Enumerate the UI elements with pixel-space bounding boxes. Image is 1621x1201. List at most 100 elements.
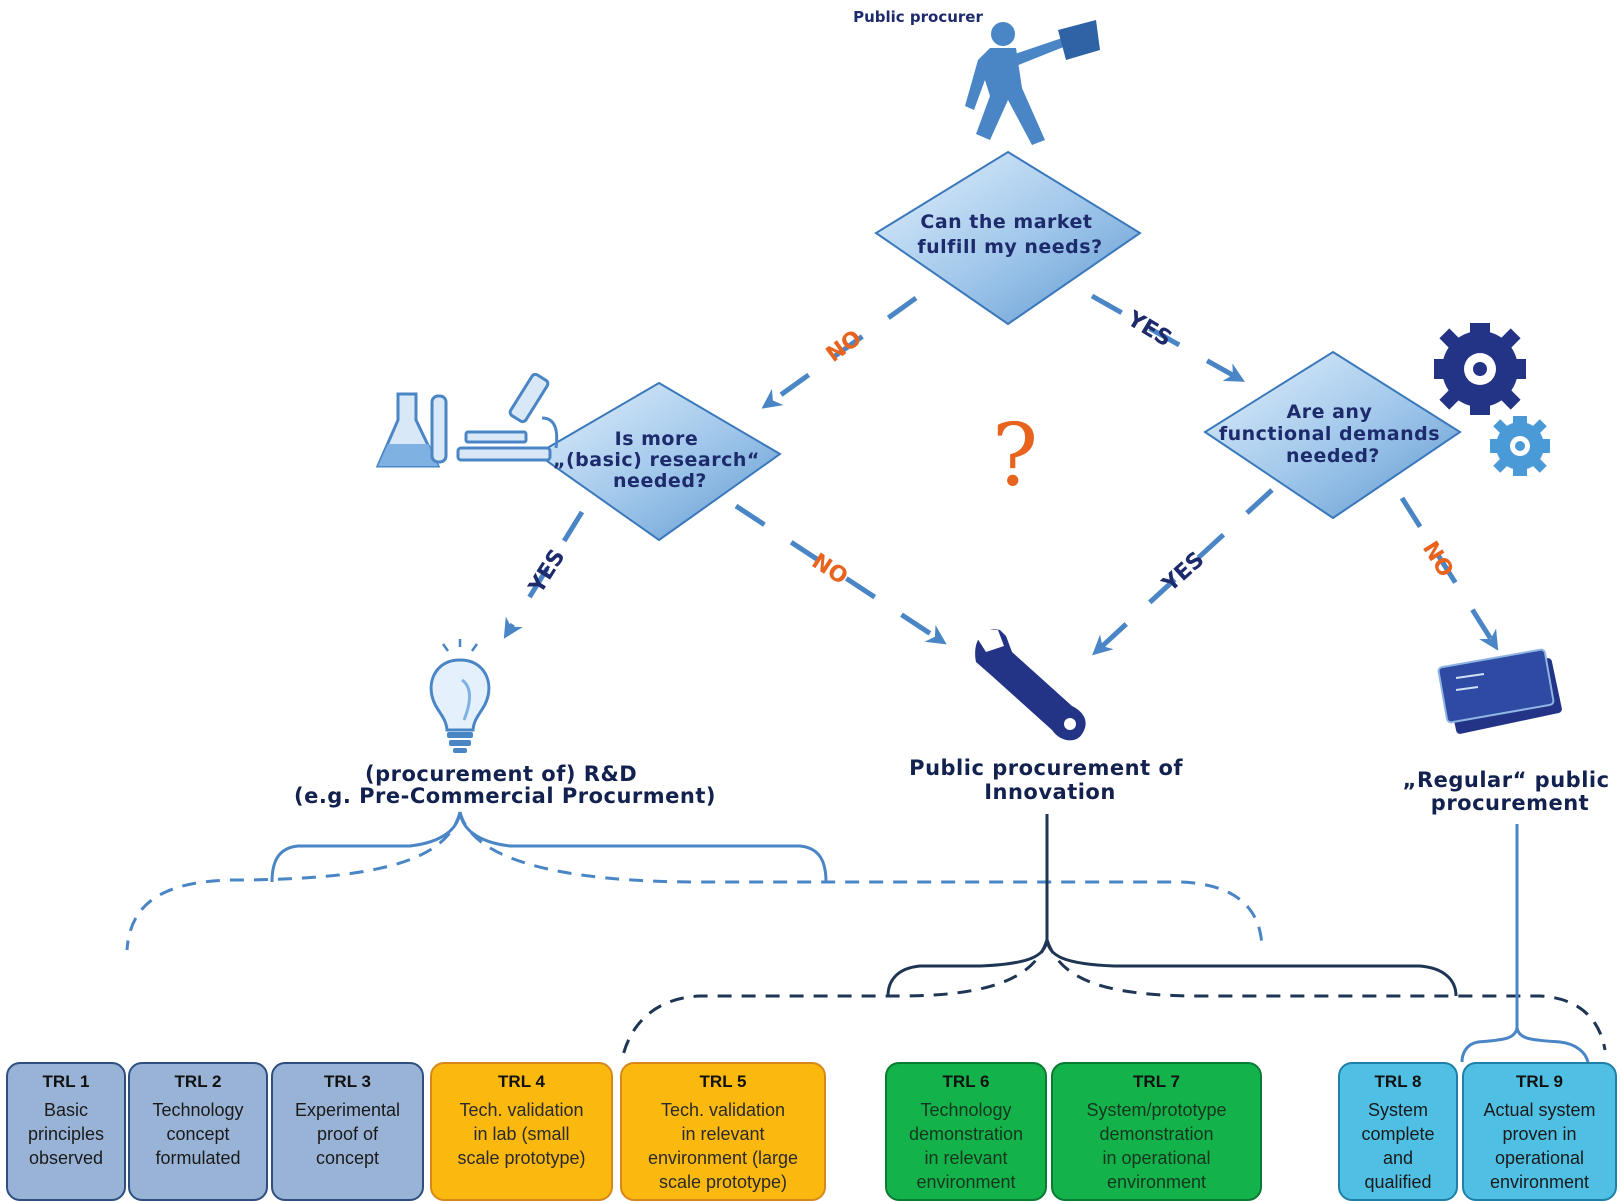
trl-desc-line: formulated (155, 1148, 241, 1168)
arrow-research-yes (503, 510, 585, 639)
outcome-innovation-line: Innovation (984, 780, 1116, 804)
decision-functional: Are any functional demands needed? (1203, 350, 1462, 520)
branch-label-market-no: NO (822, 326, 867, 368)
trl-box-5: TRL 5 Tech. validation in relevant envir… (620, 1062, 826, 1201)
public-procurer-icon (965, 20, 1100, 145)
trl-desc: Basic principles observed (8, 1098, 124, 1170)
trl-desc-line: scale prototype) (457, 1148, 586, 1168)
outcome-rnd-line: (procurement of) R&D (365, 762, 637, 786)
trl-desc-line: Technology (920, 1100, 1012, 1120)
trl-desc-line: demonstration (1099, 1124, 1214, 1144)
trl-desc-line: scale prototype) (658, 1172, 788, 1192)
microscope-icon (456, 372, 559, 462)
regular-brace (1460, 824, 1590, 1063)
trl-desc-line: System/prototype (1086, 1100, 1227, 1120)
trl-box-7: TRL 7 System/prototype demonstration in … (1051, 1062, 1262, 1201)
trl-id: TRL 8 (1374, 1072, 1422, 1091)
trl-desc-line: concept (315, 1148, 380, 1168)
outcome-regular: „Regular“ public procurement (1403, 768, 1618, 815)
trl-desc: System complete and qualified (1340, 1098, 1456, 1194)
trl-desc-line: in operational (1102, 1148, 1211, 1168)
decision-research-line: „(basic) research“ (553, 449, 760, 471)
trl-desc-line: environment (916, 1172, 1016, 1192)
trl-id: TRL 2 (174, 1072, 222, 1091)
large-gear-icon (1434, 323, 1526, 415)
trl-box-1: TRL 1 Basic principles observed (6, 1062, 126, 1201)
trl-desc-line: in lab (small (473, 1124, 570, 1144)
trl-desc-line: observed (28, 1148, 104, 1168)
trl-desc-line: environment (1106, 1172, 1207, 1192)
trl-desc: Tech. validation in lab (small scale pro… (432, 1098, 611, 1170)
decision-functional-line: functional demands (1219, 423, 1440, 445)
outcome-rnd-line: (e.g. Pre-Commercial Procurment) (294, 784, 716, 808)
decision-functional-line: Are any (1287, 401, 1373, 423)
trl-desc: Technology demonstration in relevant env… (887, 1098, 1045, 1194)
trl-desc-line: proof of (316, 1124, 379, 1144)
trl-desc-line: demonstration (908, 1124, 1024, 1144)
uncertainty-mark: ? (992, 406, 1038, 506)
decision-research: Is more „(basic) research“ needed? (535, 381, 782, 542)
trl-desc-line: qualified (1364, 1172, 1432, 1192)
trl-desc-line: complete (1361, 1124, 1435, 1144)
trl-desc-line: Actual system (1483, 1100, 1596, 1120)
trl-desc-line: System (1367, 1100, 1428, 1120)
decision-functional-line: needed? (1286, 445, 1380, 467)
tickets-icon (1437, 648, 1562, 734)
trl-desc-line: proven in (1502, 1124, 1577, 1144)
branch-label-market-yes: YES (1122, 306, 1176, 352)
trl-desc-line: Experimental (294, 1100, 401, 1120)
trl-desc: Technology concept formulated (130, 1098, 266, 1170)
trl-desc-line: Technology (152, 1100, 244, 1120)
trl-desc: Experimental proof of concept (273, 1098, 422, 1170)
trl-id: TRL 5 (699, 1072, 747, 1091)
svg-text:Is more „(basic) researc: Is more „(basic) research“ needed? (553, 428, 767, 492)
outcome-regular-line: „Regular“ public (1403, 768, 1610, 792)
trl-box-4: TRL 4 Tech. validation in lab (small sca… (430, 1062, 613, 1201)
outcome-rnd: (procurement of) R&D (e.g. Pre-Commercia… (294, 762, 716, 808)
arrow-market-yes (1090, 293, 1245, 382)
trl-desc-line: environment (1489, 1172, 1590, 1192)
decision-market-line: Can the market (920, 211, 1092, 233)
arrow-market-no (761, 295, 918, 409)
trl-id: TRL 6 (942, 1072, 990, 1091)
trl-box-3: TRL 3 Experimental proof of concept (271, 1062, 424, 1201)
trl-id: TRL 1 (42, 1072, 90, 1091)
trl-box-6: TRL 6 Technology demonstration in releva… (885, 1062, 1047, 1201)
trl-box-2: TRL 2 Technology concept formulated (128, 1062, 268, 1201)
trl-id: TRL 3 (324, 1072, 371, 1091)
arrow-functional-no (1399, 496, 1499, 651)
trl-desc-line: Tech. validation (459, 1100, 584, 1120)
decision-research-line: Is more (615, 428, 699, 450)
trl-id: TRL 9 (1516, 1072, 1563, 1091)
trl-desc-line: environment (large (647, 1148, 799, 1168)
outcome-innovation: Public procurement of Innovation (909, 756, 1191, 804)
trl-desc: Tech. validation in relevant environment… (622, 1098, 824, 1194)
decision-market-line: fulfill my needs? (917, 236, 1102, 258)
trl-desc-line: concept (166, 1124, 230, 1144)
trl-desc-line: and (1382, 1148, 1414, 1168)
wrench-icon (972, 629, 1086, 741)
trl-id: TRL 7 (1133, 1072, 1180, 1091)
trl-id: TRL 4 (498, 1072, 545, 1091)
lightbulb-icon (429, 639, 491, 753)
trl-desc: System/prototype demonstration in operat… (1053, 1098, 1260, 1194)
trl-desc-line: in relevant (681, 1124, 765, 1144)
trl-desc-line: operational (1494, 1148, 1585, 1168)
trl-desc-line: Basic (43, 1100, 88, 1120)
trl-box-9: TRL 9 Actual system proven in operationa… (1462, 1062, 1617, 1201)
svg-text:Can the market fulfill m: Can the market fulfill my needs? (917, 211, 1102, 258)
innovation-brace (620, 814, 1607, 1061)
lab-flask-icon (375, 392, 448, 468)
outcome-innovation-line: Public procurement of (909, 756, 1183, 780)
decision-research-line: needed? (613, 470, 707, 492)
trl-box-8: TRL 8 System complete and qualified (1338, 1062, 1458, 1201)
trl-desc-line: Tech. validation (660, 1100, 786, 1120)
trl-desc: Actual system proven in operational envi… (1464, 1098, 1615, 1194)
small-gear-icon (1490, 416, 1550, 476)
trl-desc-line: principles (27, 1124, 105, 1144)
rnd-brace (125, 811, 1264, 951)
trl-desc-line: in relevant (924, 1148, 1008, 1168)
outcome-regular-line: procurement (1431, 791, 1589, 815)
actor-label: Public procurer (853, 8, 983, 26)
